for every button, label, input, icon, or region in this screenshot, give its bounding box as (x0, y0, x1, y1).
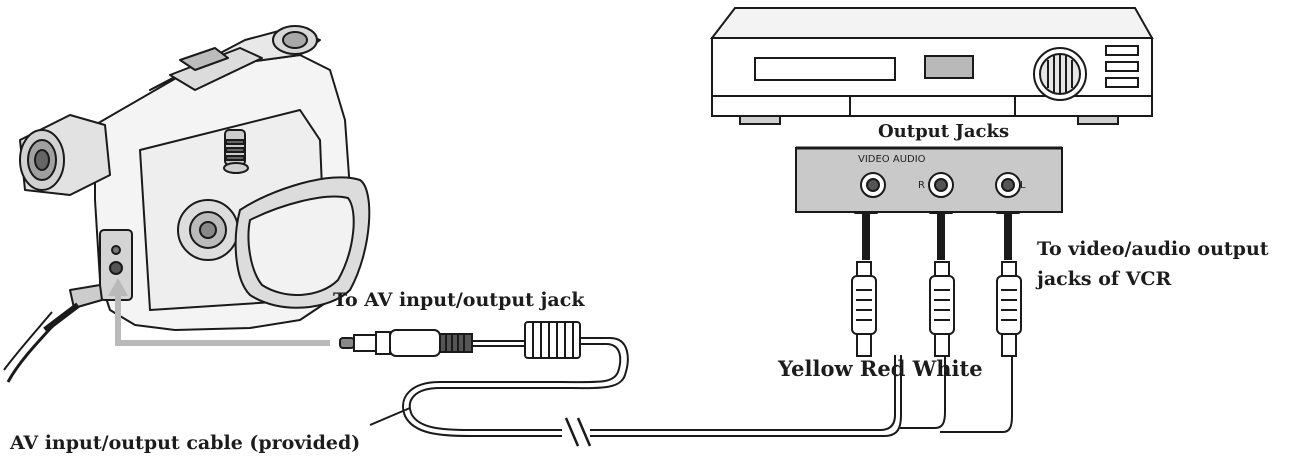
camcorder (3, 25, 371, 383)
plug-colors-label: Yellow Red White (778, 356, 983, 381)
rca-plug-white (996, 261, 1022, 357)
to-av-jack-label: To AV input/output jack (333, 289, 585, 311)
video-audio-label: VIDEO AUDIO (858, 154, 926, 165)
rca-plugs (851, 261, 1022, 357)
av-cable (402, 337, 1013, 447)
mini-plug (339, 329, 473, 357)
output-jacks-label: Output Jacks (878, 121, 1010, 142)
l-label: L (1020, 180, 1026, 191)
vcr (709, 7, 1154, 125)
to-vcr-label: To video/audio output jacks of VCR (1037, 234, 1269, 294)
rca-plug-yellow (851, 261, 877, 357)
arrow-to-camcorder-jack (115, 290, 330, 346)
cable-pointer-line (369, 407, 411, 426)
arrow-head-camcorder (108, 278, 128, 296)
output-jack-panel (795, 146, 1063, 213)
r-label: R (918, 180, 925, 191)
ferrite-core (524, 321, 581, 359)
to-vcr-label-line2: jacks of VCR (1037, 268, 1172, 290)
to-vcr-label-line1: To video/audio output (1037, 238, 1269, 260)
cable-label: AV input/output cable (provided) (10, 432, 361, 454)
rca-plug-red (929, 261, 955, 357)
